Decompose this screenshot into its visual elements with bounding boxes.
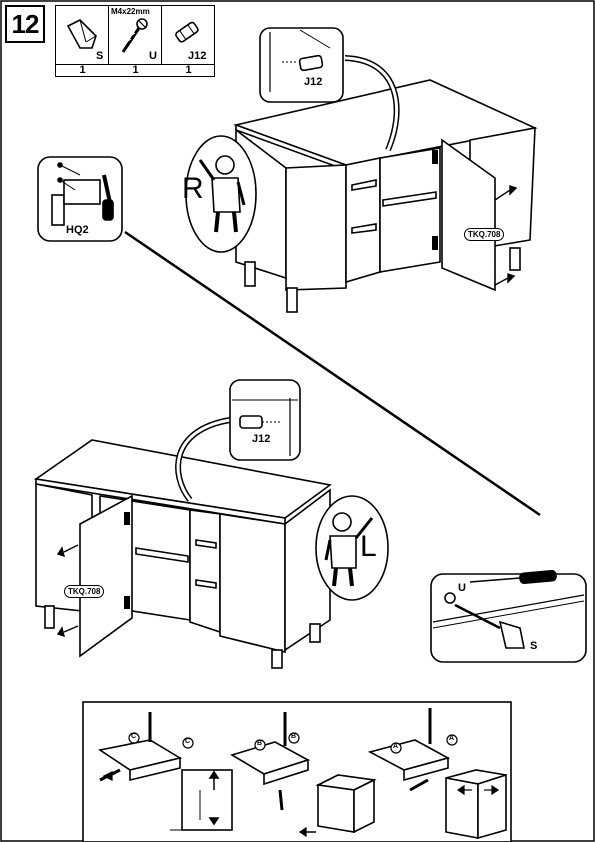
dowel-callout-top [259,27,400,152]
dowel-callout-label-bottom: J12 [252,433,271,445]
adjust-marker: A [393,743,399,750]
adjust-step-b [230,712,377,834]
adjust-step-c [97,712,233,831]
parts-table: S M4x22mm U J12 1 1 1 [55,5,215,77]
dowel-callout-bottom [175,379,301,502]
adjust-marker: B [291,733,297,740]
part-quantity: 1 [132,64,139,76]
quantity-row: 1 1 1 [56,64,214,77]
knob-callout-screw-code: U [458,582,466,594]
part-code: U [149,50,157,62]
part-code: S [96,50,104,62]
step-number: 12 [5,5,45,43]
side-letter-right: R [182,172,204,205]
part-quantity: 1 [185,64,192,76]
adjust-marker: B [257,740,263,747]
top-cabinet [233,79,538,313]
divider-line [124,230,541,517]
part-tag-bottom: TKQ.708 [64,585,105,598]
adjust-step-a [367,708,507,840]
part-cell-dowel: J12 [162,6,214,64]
part-tag-top: TKQ.708 [464,228,505,241]
adjust-marker: C [185,738,191,745]
worker-figure-left [315,495,389,601]
dowel-callout-label-top: J12 [304,76,323,88]
side-letter-left: L [360,530,377,563]
bottom-cabinet [33,439,332,669]
knob-callout-knob-code: S [530,640,538,652]
hinge-callout-label: HQ2 [66,224,89,236]
part-cell-screw: M4x22mm U [109,6,162,64]
part-code: J12 [188,50,207,62]
adjust-marker: A [449,735,455,742]
part-cell-knob: S [56,6,109,64]
adjust-marker: C [131,733,137,740]
adjustment-panel [82,701,512,842]
part-quantity: 1 [79,64,86,76]
knob-callout [430,569,587,663]
